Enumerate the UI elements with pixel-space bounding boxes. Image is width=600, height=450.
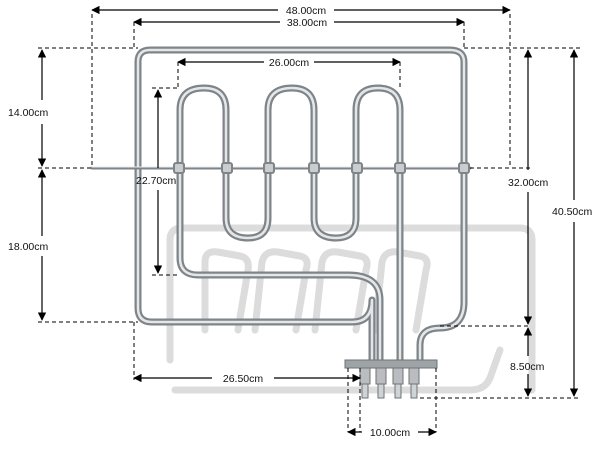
- label-lower-height: 18.00cm: [8, 241, 49, 253]
- label-loop-height: 32.00cm: [508, 177, 549, 189]
- dimension-arrows: [37, 5, 579, 437]
- label-terminal-height: 8.50cm: [510, 361, 545, 373]
- label-total-width: 48.00cm: [286, 5, 327, 17]
- terminal-bracket: [344, 359, 438, 399]
- label-outer-loop-width: 38.00cm: [287, 17, 328, 29]
- extension-lines: [38, 14, 580, 432]
- label-total-height: 40.50cm: [552, 206, 593, 218]
- label-inner-coil-width: 26.00cm: [269, 57, 310, 69]
- label-left-to-terminals: 26.50cm: [223, 373, 264, 385]
- label-terminal-spacing: 10.00cm: [370, 427, 411, 439]
- label-coil-height: 22.70cm: [136, 175, 177, 187]
- label-upper-height: 14.00cm: [8, 107, 49, 119]
- heating-element: [90, 46, 472, 366]
